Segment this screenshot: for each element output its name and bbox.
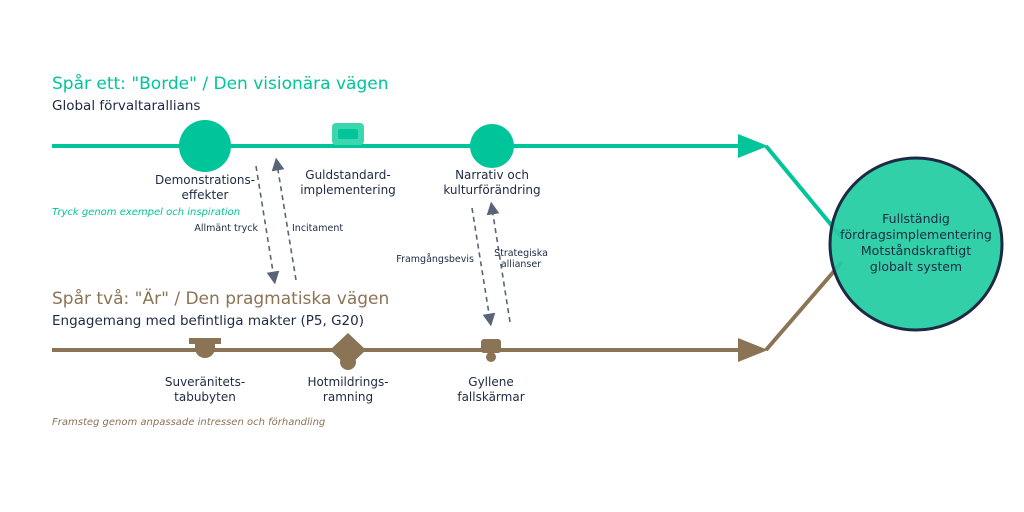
node-threat-mitigation[interactable] bbox=[330, 333, 366, 370]
track-two-arrowhead bbox=[738, 338, 768, 362]
node-label-line: implementering bbox=[300, 183, 396, 197]
goal-node[interactable]: Fullständig fördragsimplementering Motst… bbox=[828, 156, 1004, 332]
goal-label-line: fördragsimplementering bbox=[840, 227, 992, 242]
connection-label: allianser bbox=[501, 259, 541, 270]
connection-arrow-down bbox=[471, 207, 496, 327]
connection-label: Incitament bbox=[292, 223, 343, 234]
node-golden-parachutes[interactable] bbox=[481, 339, 501, 362]
node-label-line: Gyllene bbox=[468, 375, 513, 389]
track-one-subtitle: Global förvaltarallians bbox=[52, 98, 200, 114]
node-label-line: kulturförändring bbox=[443, 183, 540, 197]
node-narrative-culture[interactable] bbox=[470, 124, 514, 168]
track-two-subtitle: Engagemang med befintliga makter (P5, G2… bbox=[52, 313, 364, 329]
track-two-caption: Framsteg genom anpassade intressen och f… bbox=[52, 417, 325, 428]
node-label-line: fallskärmar bbox=[457, 390, 524, 404]
node-label-line: Narrativ och bbox=[455, 168, 529, 182]
node-demonstration-effects[interactable] bbox=[179, 120, 231, 172]
track-one-line bbox=[52, 134, 844, 240]
node-label-line: Guldstandard- bbox=[305, 168, 390, 182]
track-one-caption: Tryck genom exempel och inspiration bbox=[52, 207, 240, 218]
node-label-line: Hotmildrings- bbox=[307, 375, 388, 389]
node-gold-standard[interactable] bbox=[332, 123, 364, 145]
goal-label-line: globalt system bbox=[870, 259, 962, 274]
connection-label: Allmänt tryck bbox=[194, 223, 258, 234]
connection-label: Strategiska bbox=[494, 248, 548, 259]
connection-arrow-down bbox=[255, 165, 280, 285]
node-label-line: effekter bbox=[181, 188, 228, 202]
connection-arrow-up bbox=[271, 157, 297, 281]
track-one-title: Spår ett: "Borde" / Den visionära vägen bbox=[52, 73, 389, 94]
track-two-title: Spår två: "Är" / Den pragmatiska vägen bbox=[52, 288, 389, 309]
node-sovereignty-swaps[interactable] bbox=[189, 338, 221, 358]
track-one-arrowhead bbox=[738, 134, 768, 158]
goal-label-line: Fullständig bbox=[882, 211, 950, 226]
connection-arrow-up bbox=[486, 201, 511, 323]
node-label-line: Suveränitets- bbox=[165, 375, 245, 389]
node-label-line: Demonstrations- bbox=[155, 173, 255, 187]
node-label-line: ramning bbox=[323, 390, 373, 404]
goal-label-line: Motståndskraftigt bbox=[861, 243, 971, 258]
track-two-line bbox=[52, 260, 844, 362]
node-label-line: tabubyten bbox=[174, 390, 236, 404]
connection-label: Framgångsbevis bbox=[396, 254, 474, 265]
